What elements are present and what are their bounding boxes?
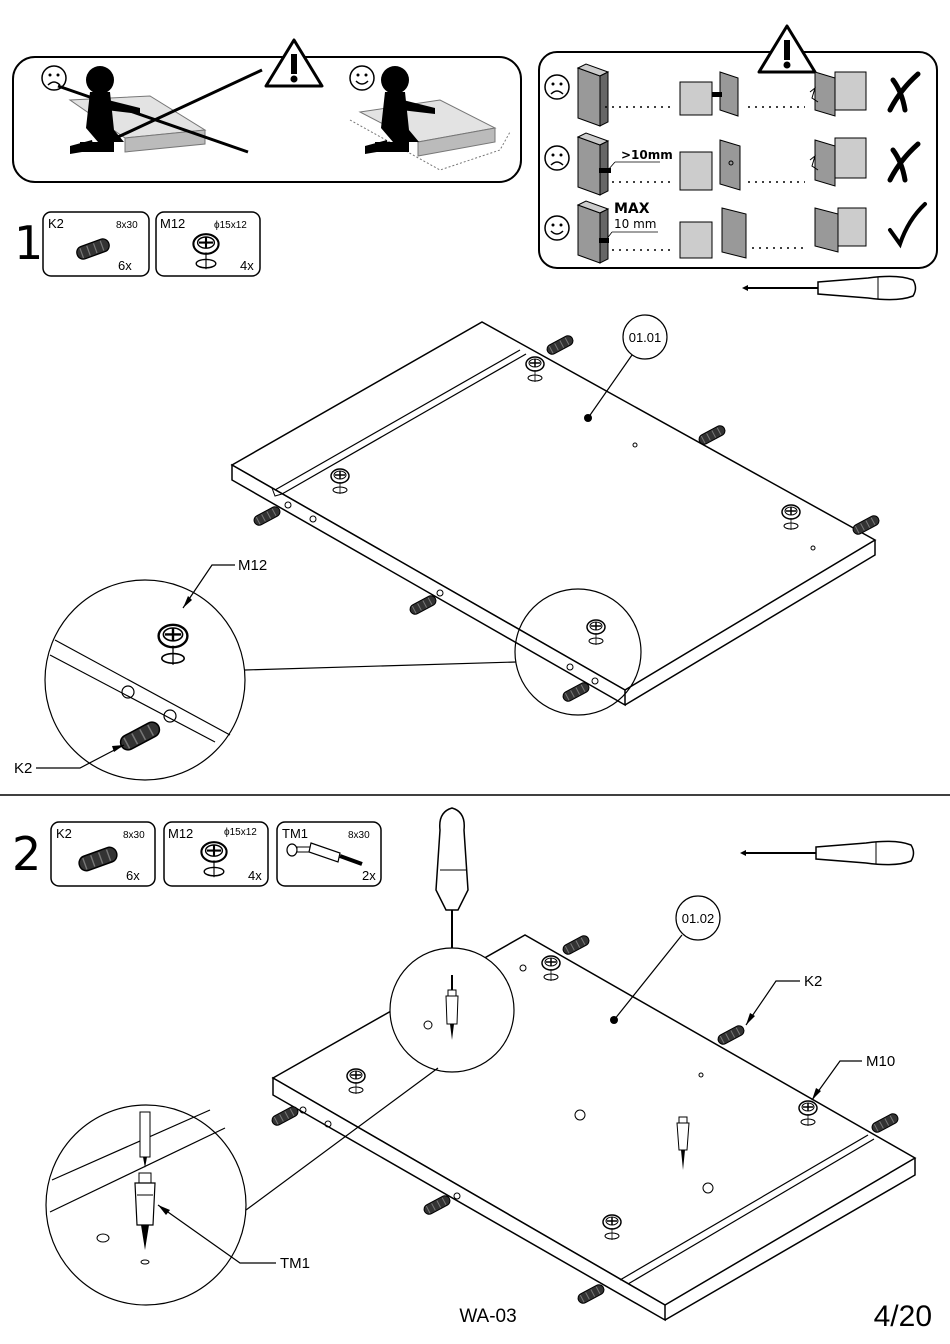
max-value-label: 10 mm (614, 217, 656, 231)
part-code: TM1 (282, 826, 308, 841)
check-mark-icon (888, 202, 927, 249)
part-card-m12: M12 ϕ15x12 4x (155, 211, 261, 277)
panel-code: 01.01 (629, 330, 662, 345)
x-mark-icon (887, 141, 921, 183)
panel-01-01 (230, 321, 882, 707)
board-icon (577, 132, 609, 196)
part-card-k2: K2 8x30 6x (42, 211, 150, 277)
panel-code: 01.02 (682, 911, 715, 926)
part-code: M12 (168, 826, 193, 841)
part-card-k2: K2 8x30 6x (50, 821, 156, 887)
k2-label: K2 (804, 973, 822, 990)
label-k2: K2 (745, 973, 822, 1026)
m10-label: M10 (866, 1053, 895, 1070)
screwdriver-icon (739, 840, 915, 866)
dowel-depth-box: >10mm MAX 10 mm (538, 24, 938, 269)
m12-label: M12 (238, 557, 267, 574)
step-number: 1 (14, 216, 43, 270)
cross-out-icon (57, 68, 263, 154)
part-qty: 4x (240, 258, 254, 273)
part-card-tm1: TM1 8x30 2x (276, 821, 382, 887)
zoom-circle-detail (45, 1067, 439, 1306)
part-code: K2 (48, 216, 64, 231)
board-icon (679, 71, 739, 117)
x-mark-icon (887, 71, 921, 113)
k2-label: K2 (14, 760, 32, 777)
label-m10: M10 (811, 1053, 895, 1101)
max-label: MAX (614, 201, 650, 217)
part-size: 8x30 (123, 830, 145, 841)
part-card-m12: M12 ϕ15x12 4x (163, 821, 269, 887)
connector-bolt-icon (286, 842, 363, 866)
part-code: M12 (160, 216, 185, 231)
step-number: 2 (12, 827, 41, 881)
too-deep-label: >10mm (621, 148, 673, 162)
board-icon (679, 207, 747, 259)
board-icon (577, 200, 609, 264)
part-code: K2 (56, 826, 72, 841)
label-tm1: TM1 (157, 1204, 310, 1272)
part-qty: 6x (118, 258, 132, 273)
warning-triangle-icon (757, 24, 817, 74)
model-code: WA-03 (459, 1306, 516, 1327)
broken-joint-icon (809, 71, 867, 117)
part-qty: 6x (126, 868, 140, 883)
connector-bolt-icon (676, 1116, 690, 1170)
board-icon (577, 63, 609, 127)
panel-01-02 (269, 933, 917, 1322)
part-size: ϕ15x12 (214, 220, 247, 231)
part-size: 8x30 (116, 220, 138, 231)
zoom-circle-upper (389, 947, 515, 1073)
part-size: 8x30 (348, 830, 370, 841)
broken-joint-icon (809, 137, 867, 187)
board-icon (679, 139, 741, 191)
zoom-circle-detail (44, 579, 517, 781)
zoom-circle-small (514, 588, 642, 716)
part-size: ϕ15x12 (224, 827, 257, 838)
callout-01-02: 01.02 (610, 895, 721, 1024)
tm1-label: TM1 (280, 1255, 310, 1272)
page-number: 4/20 (874, 1300, 932, 1333)
part-qty: 4x (248, 868, 262, 883)
label-m12: M12 (182, 557, 267, 609)
screwdriver-icon (741, 275, 917, 301)
part-qty: 2x (362, 868, 376, 883)
good-joint-icon (814, 207, 867, 253)
label-k2: K2 (14, 744, 125, 777)
warning-lift-box (12, 38, 522, 183)
callout-01-01: 01.01 (584, 314, 668, 422)
